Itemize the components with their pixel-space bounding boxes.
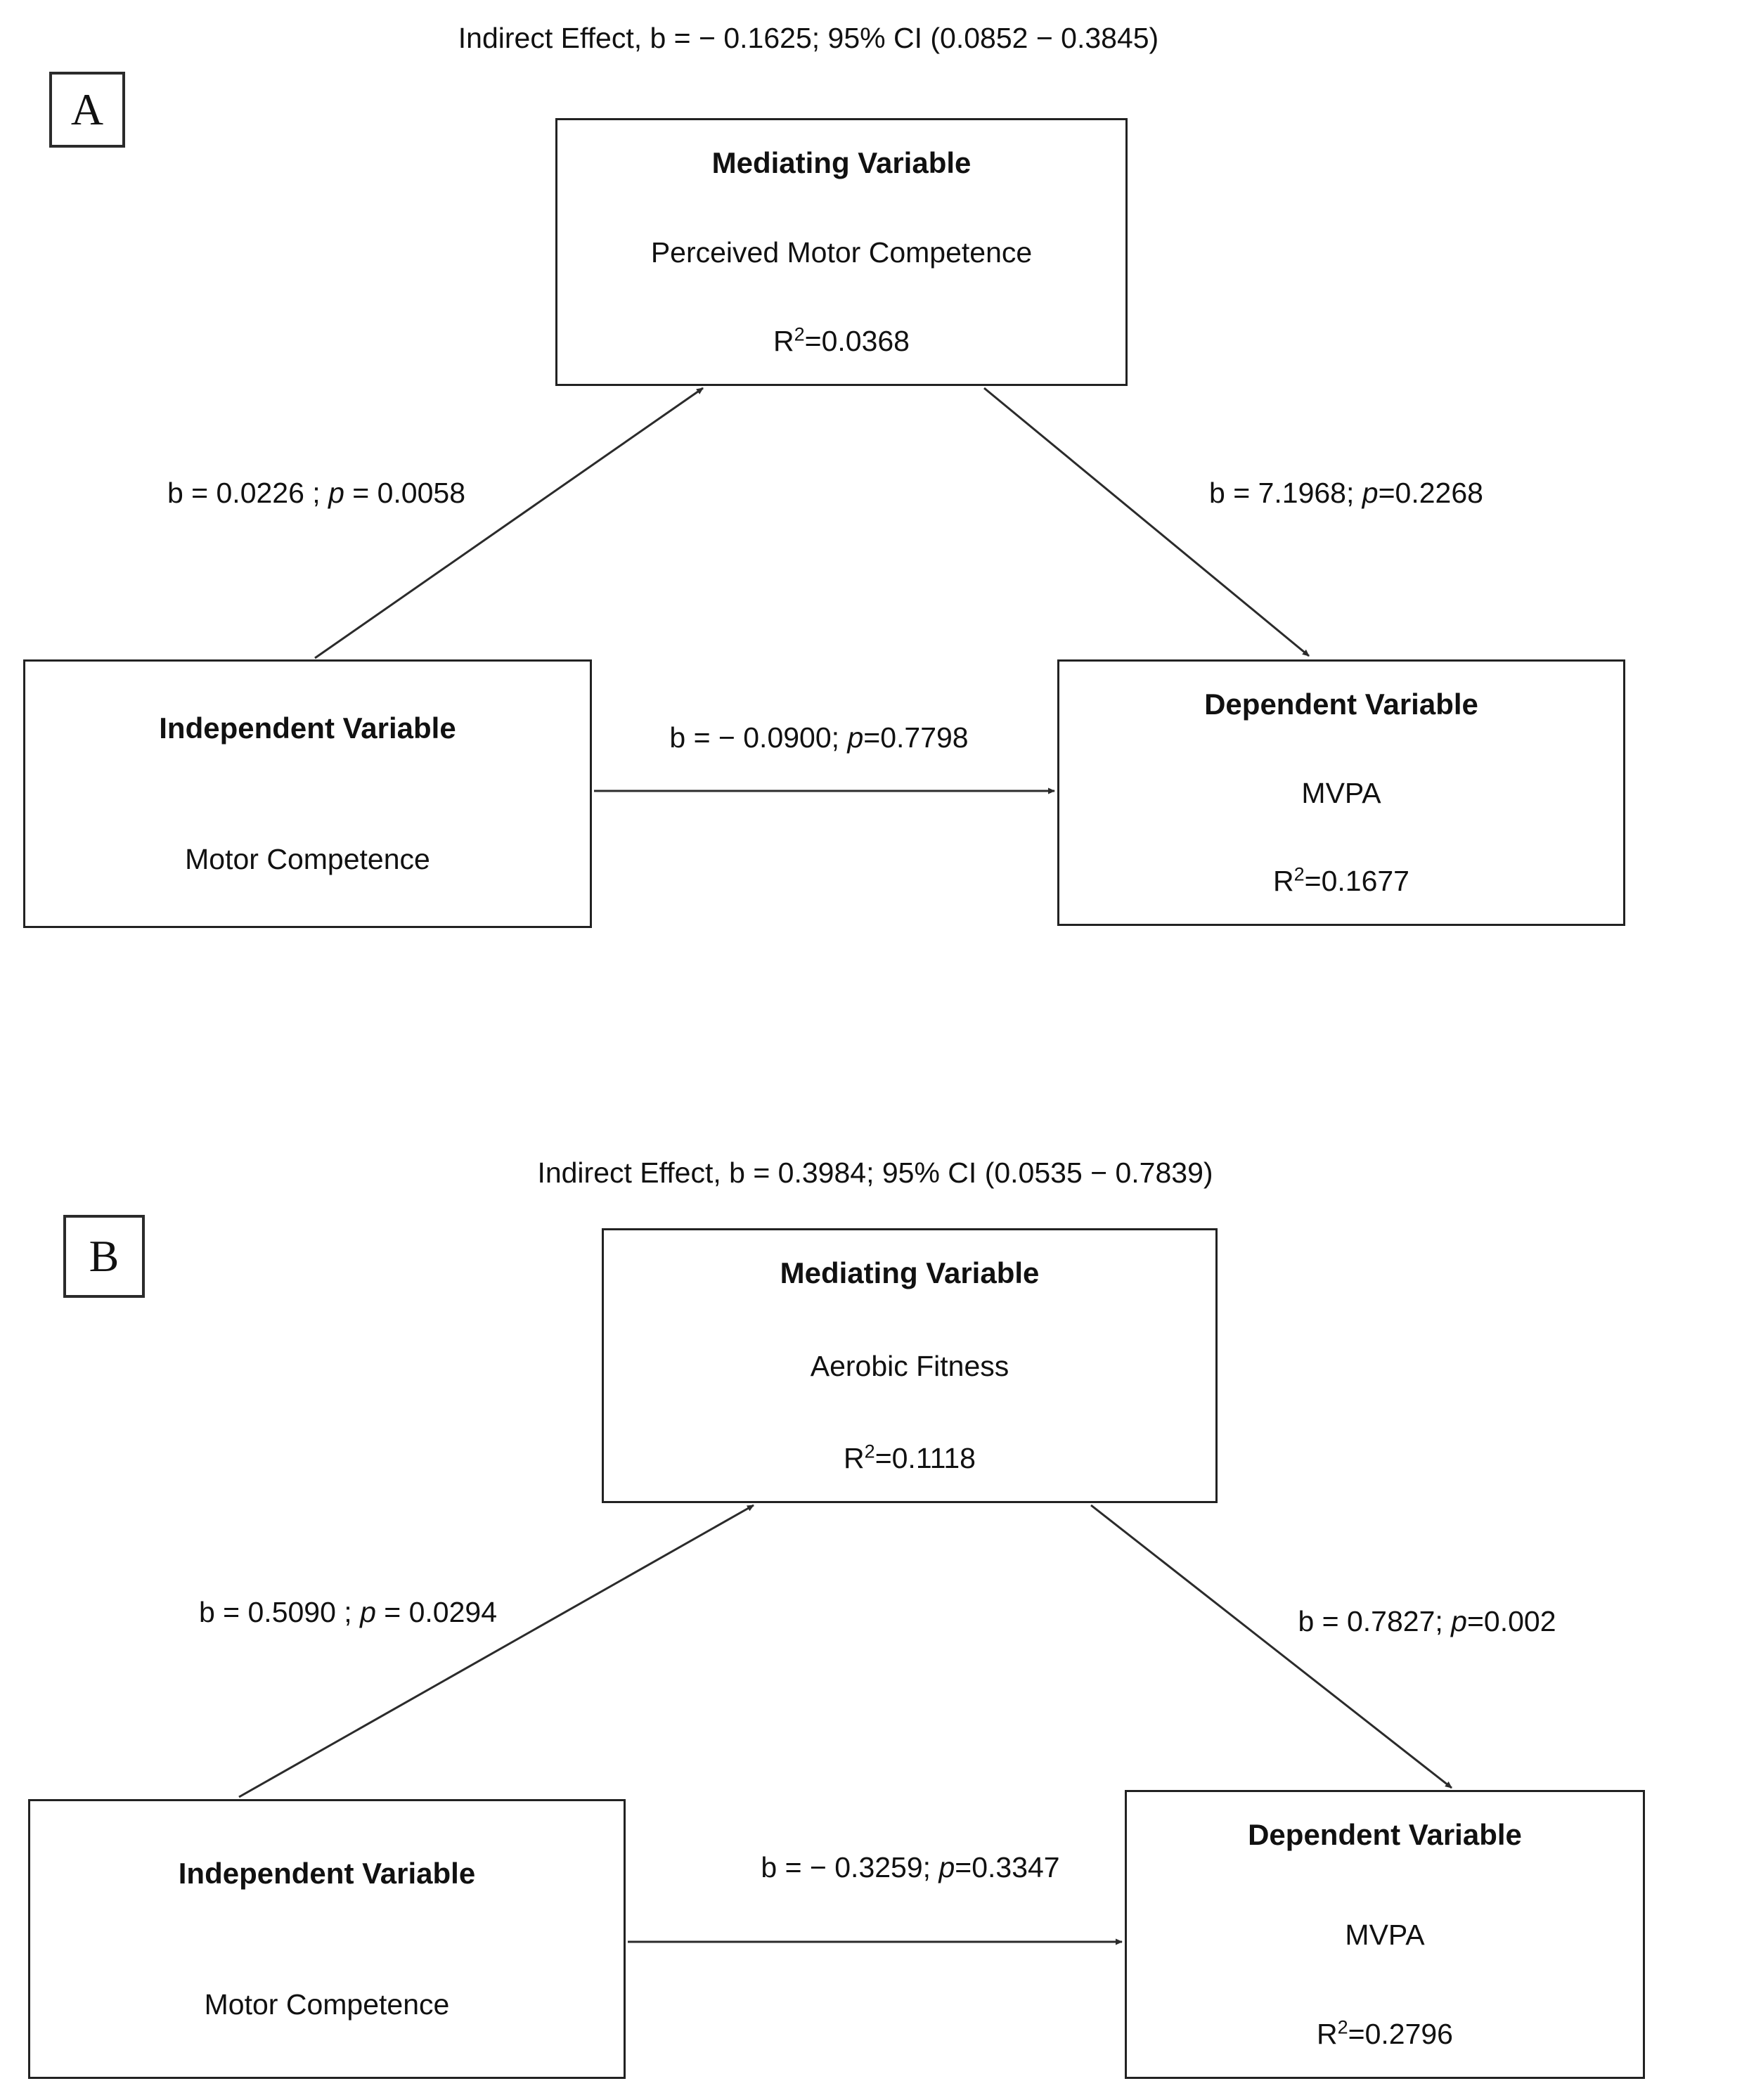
panel-b-letter: B (89, 1231, 120, 1281)
dependent-heading-b: Dependent Variable (1248, 1818, 1522, 1851)
arrow-a-iv-to-mediator (314, 387, 704, 659)
path-a-p-value: = 0.0294 (375, 1596, 498, 1628)
panel-b-indirect-effect-title: Indirect Effect, b = 0.3984; 95% CI (0.0… (537, 1157, 1213, 1189)
panel-b-mediator-box: Mediating Variable Aerobic Fitness R2=0.… (602, 1228, 1218, 1503)
r2-base: R (773, 325, 794, 357)
r2-rest: =0.0368 (804, 325, 910, 357)
panel-a-path-c-label: b = − 0.0900; p=0.7798 (669, 721, 968, 754)
dependent-name-b: MVPA (1345, 1918, 1425, 1951)
panel-a-indirect-effect-title: Indirect Effect, b = − 0.1625; 95% CI (0… (458, 22, 1159, 54)
r2-sup: 2 (1337, 2016, 1348, 2038)
panel-a-path-b-label: b = 7.1968; p=0.2268 (1209, 477, 1483, 509)
path-c-b-value: b = − 0.0900; (669, 721, 848, 754)
panel-b-dependent-box: Dependent Variable MVPA R2=0.2796 (1125, 1790, 1645, 2079)
mediator-r2-b: R2=0.1118 (844, 1442, 976, 1474)
mediator-name-a: Perceived Motor Competence (650, 236, 1033, 269)
mediator-r2-a: R2=0.0368 (773, 325, 910, 357)
mediator-heading-b: Mediating Variable (780, 1256, 1040, 1289)
r2-rest: =0.2796 (1348, 2018, 1453, 2050)
panel-b-letter-box: B (63, 1215, 145, 1298)
mediator-name-b: Aerobic Fitness (810, 1349, 1009, 1382)
dependent-name-a: MVPA (1301, 776, 1381, 809)
path-a-p-symbol: p (360, 1596, 376, 1628)
r2-sup: 2 (1293, 863, 1305, 885)
mediator-heading-a: Mediating Variable (711, 146, 972, 179)
arrow-b-mediator-to-dv (1090, 1504, 1452, 1789)
dependent-heading-a: Dependent Variable (1204, 688, 1478, 721)
panel-a-dependent-box: Dependent Variable MVPA R2=0.1677 (1057, 659, 1625, 926)
independent-heading-b: Independent Variable (178, 1857, 476, 1890)
r2-base: R (844, 1442, 865, 1474)
dependent-r2-a: R2=0.1677 (1273, 865, 1409, 897)
r2-rest: =0.1677 (1304, 865, 1409, 897)
panel-b-path-a-label: b = 0.5090 ; p = 0.0294 (199, 1596, 497, 1628)
path-a-p-symbol: p (328, 477, 344, 509)
independent-name-b: Motor Competence (204, 1988, 450, 2021)
panel-a-mediator-box: Mediating Variable Perceived Motor Compe… (555, 118, 1128, 386)
path-a-b-value: b = 0.5090 ; (198, 1596, 361, 1628)
r2-sup: 2 (794, 323, 805, 345)
r2-base: R (1273, 865, 1294, 897)
r2-sup: 2 (864, 1441, 875, 1462)
path-a-p-value: = 0.0058 (344, 477, 466, 509)
panel-a-letter-box: A (49, 72, 125, 148)
panel-a-path-a-label: b = 0.0226 ; p = 0.0058 (167, 477, 465, 509)
arrow-a-mediator-to-dv (983, 387, 1310, 657)
path-b-b-value: b = 0.7827; (1298, 1605, 1452, 1637)
arrow-b-iv-to-mediator (238, 1504, 754, 1798)
path-b-p-value: =0.2268 (1378, 477, 1483, 509)
path-a-b-value: b = 0.0226 ; (167, 477, 329, 509)
path-c-p-symbol: p (938, 1851, 955, 1883)
path-b-p-symbol: p (1451, 1605, 1467, 1637)
r2-base: R (1317, 2018, 1338, 2050)
independent-heading-a: Independent Variable (159, 711, 456, 745)
dependent-r2-b: R2=0.2796 (1317, 2018, 1453, 2050)
r2-rest: =0.1118 (875, 1442, 976, 1474)
path-b-b-value: b = 7.1968; (1209, 477, 1362, 509)
independent-name-a: Motor Competence (185, 843, 430, 875)
path-c-p-symbol: p (847, 721, 864, 754)
path-c-p-value: =0.3347 (955, 1851, 1060, 1883)
panel-a-letter: A (70, 84, 104, 134)
panel-b-independent-box: Independent Variable Motor Competence (28, 1799, 626, 2079)
panel-b-path-b-label: b = 0.7827; p=0.002 (1298, 1605, 1556, 1637)
panel-a-independent-box: Independent Variable Motor Competence (23, 659, 592, 928)
path-c-p-value: =0.7798 (863, 721, 969, 754)
panel-b-path-c-label: b = − 0.3259; p=0.3347 (761, 1851, 1059, 1883)
path-b-p-symbol: p (1362, 477, 1379, 509)
path-c-b-value: b = − 0.3259; (761, 1851, 939, 1883)
path-b-p-value: =0.002 (1466, 1605, 1556, 1637)
